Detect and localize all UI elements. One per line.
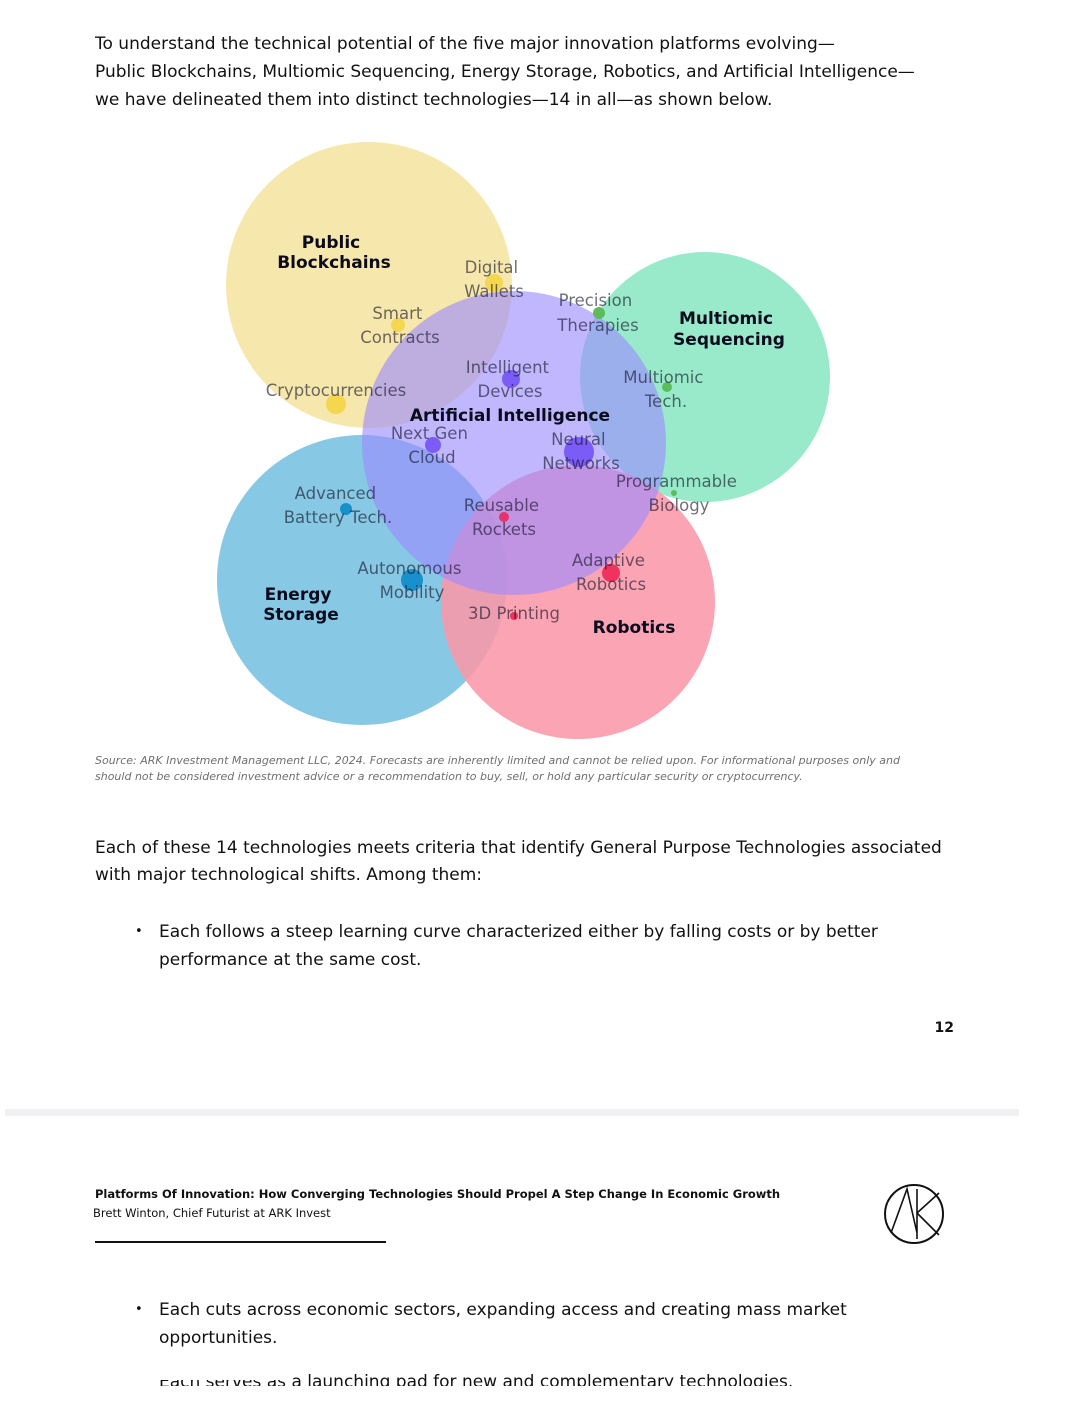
next-gen-cloud-label: Next Gen Cloud <box>391 424 473 467</box>
page-number: 12 <box>934 1020 954 1036</box>
3d-printing-label: 3D Printing <box>468 604 560 623</box>
header-rule <box>95 1241 386 1243</box>
bullet-text: Each follows a steep learning curve char… <box>159 918 935 974</box>
smart-contracts-label: Smart Contracts <box>360 304 440 347</box>
artificial-intelligence-circle <box>362 291 666 595</box>
page-divider <box>5 1109 1019 1116</box>
criteria-line-1: Each of these 14 technologies meets crit… <box>95 838 942 858</box>
bullet-launching-pad-partial: Each serves as a launching pad for new a… <box>159 1368 793 1386</box>
autonomous-mobility-dot <box>401 569 423 591</box>
digital-wallets-dot <box>485 274 503 292</box>
ark-logo-icon <box>884 1184 944 1244</box>
bullet-1-line-2: performance at the same cost. <box>159 950 422 970</box>
page-crop-mask <box>159 1368 285 1380</box>
intro-line-1: To understand the technical potential of… <box>95 34 835 54</box>
reusable-rockets-dot <box>499 512 509 522</box>
3d-printing-dot <box>510 612 518 620</box>
multiomic-tech-dot <box>662 382 672 392</box>
bullet-learning-curve: • Each follows a steep learning curve ch… <box>135 918 935 974</box>
source-note: Source: ARK Investment Management LLC, 2… <box>95 753 965 785</box>
cryptocurrencies-label: Cryptocurrencies <box>266 381 407 400</box>
source-line-1: Source: ARK Investment Management LLC, 2… <box>95 754 900 767</box>
digital-wallets-label: Digital Wallets <box>464 258 524 301</box>
platform-labels: Public Blockchains Multiomic Sequencing … <box>263 233 785 638</box>
neural-networks-dot <box>564 437 594 467</box>
bullet-1-line-1: Each follows a steep learning curve char… <box>159 922 878 942</box>
public-blockchains-label: Public Blockchains <box>277 233 391 273</box>
adaptive-robotics-dot <box>602 564 620 582</box>
advanced-battery-label: Advanced Battery Tech. <box>284 484 393 527</box>
next-gen-cloud-dot <box>425 437 441 453</box>
intro-line-3: we have delineated them into distinct te… <box>95 90 773 110</box>
intro-paragraph: To understand the technical potential of… <box>95 30 955 114</box>
bullet-marker: • <box>135 924 143 939</box>
bullet-2-line-2: opportunities. <box>159 1328 278 1348</box>
neural-networks-label: Neural Networks <box>542 430 620 473</box>
programmable-biology-label: Programmable Biology <box>616 472 742 515</box>
autonomous-mobility-label: Autonomous Mobility <box>357 559 466 602</box>
precision-therapies-label: Precision Therapies <box>556 291 638 335</box>
bullet-3-text: Each serves as a launching pad for new a… <box>159 1372 794 1386</box>
intelligent-devices-label: Intelligent Devices <box>466 358 555 401</box>
multiomic-tech-label: Multiomic Tech. <box>623 368 708 411</box>
multiomic-sequencing-label: Multiomic Sequencing <box>673 309 785 350</box>
platforms-venn-diagram: Public Blockchains Multiomic Sequencing … <box>217 142 830 739</box>
next-page-header-author: Brett Winton, Chief Futurist at ARK Inve… <box>93 1206 331 1220</box>
platform-circles <box>217 142 830 739</box>
smart-contracts-dot <box>391 318 405 332</box>
energy-storage-label: Energy Storage <box>263 585 339 625</box>
robotics-label: Robotics <box>593 618 676 638</box>
technology-dots <box>326 274 677 620</box>
criteria-paragraph: Each of these 14 technologies meets crit… <box>95 835 965 889</box>
advanced-battery-dot <box>340 503 352 515</box>
source-line-2: should not be considered investment advi… <box>95 770 803 783</box>
next-page-header-title: Platforms Of Innovation: How Converging … <box>95 1187 781 1201</box>
cryptocurrencies-dot <box>326 394 346 414</box>
intro-line-2: Public Blockchains, Multiomic Sequencing… <box>95 62 915 82</box>
bullet-cross-sectors: • Each cuts across economic sectors, exp… <box>135 1296 935 1352</box>
bullet-text: Each cuts across economic sectors, expan… <box>159 1296 935 1352</box>
bullet-2-line-1: Each cuts across economic sectors, expan… <box>159 1300 847 1320</box>
precision-therapies-dot <box>593 307 605 319</box>
adaptive-robotics-label: Adaptive Robotics <box>572 551 650 594</box>
bullet-marker: • <box>135 1302 143 1317</box>
criteria-line-2: with major technological shifts. Among t… <box>95 865 483 885</box>
programmable-biology-dot <box>671 490 677 496</box>
intelligent-devices-dot <box>502 370 520 388</box>
technology-labels: Digital Wallets Smart Contracts Cryptocu… <box>266 258 742 623</box>
reusable-rockets-label: Reusable Rockets <box>464 496 545 539</box>
artificial-intelligence-label: Artificial Intelligence <box>410 406 610 426</box>
